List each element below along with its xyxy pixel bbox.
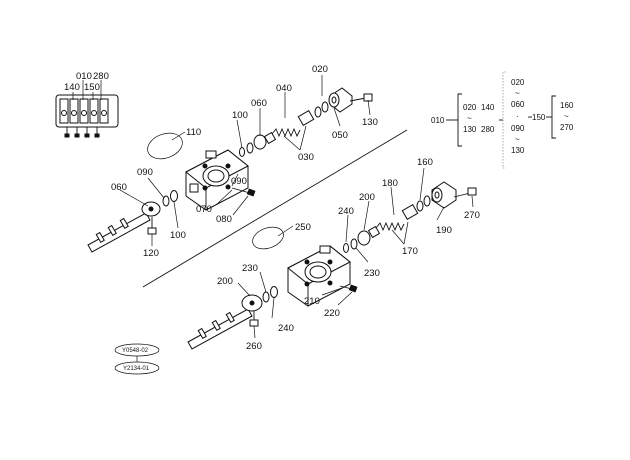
tree-g2-bot: 280	[481, 125, 495, 134]
upper-valve-assembly	[87, 87, 373, 253]
o-ring-250	[252, 226, 284, 250]
callout-070: 070	[196, 204, 212, 215]
callout-230-upper: 230	[364, 268, 380, 279]
upper-spool	[87, 190, 178, 253]
callout-190: 190	[436, 225, 452, 236]
tree-g1-top: 020	[463, 103, 477, 112]
callout-200-upper: 200	[359, 192, 375, 203]
o-ring-110	[147, 132, 183, 160]
washer-100	[239, 147, 245, 157]
tree-g3-tilde2: ~	[515, 135, 520, 144]
model-stamps: Y0548-02 Y2134-01	[114, 343, 160, 375]
tree-g3-d: 130	[511, 146, 525, 155]
callout-210: 210	[304, 296, 320, 307]
leader-lines	[119, 75, 474, 339]
tree-g3-dot: ·	[516, 112, 519, 121]
callout-thumb-280: 280	[93, 71, 109, 82]
callout-160: 160	[417, 157, 433, 168]
callout-170: 170	[402, 246, 418, 257]
stamp-bottom-oval	[114, 361, 160, 375]
tree-root: 010	[431, 116, 445, 125]
callout-030: 030	[298, 152, 314, 163]
callout-100: 100	[232, 110, 248, 121]
upper-valve-body	[185, 149, 249, 211]
cap-050	[328, 87, 353, 113]
section-divider	[142, 129, 408, 288]
lower-spool	[187, 286, 278, 350]
tree-g3-c: 090	[511, 124, 525, 133]
tree-g3-a: 020	[511, 78, 525, 87]
callout-240-lower: 240	[278, 323, 294, 334]
tree-g4-bot: 270	[560, 123, 574, 132]
cap-190	[431, 181, 457, 209]
callout-260: 260	[246, 341, 262, 352]
lower-valve-assembly	[187, 181, 477, 350]
lower-valve-body	[287, 245, 351, 307]
tree-g1-bot: 130	[463, 125, 477, 134]
callout-100-lower: 100	[170, 230, 186, 241]
callout-thumb-010: 010	[76, 71, 92, 82]
callout-180: 180	[382, 178, 398, 189]
callout-240-upper: 240	[338, 206, 354, 217]
stamp-bottom: Y2134-01	[123, 366, 150, 372]
tree-g3-tilde1: ~	[515, 89, 520, 98]
callout-050: 050	[332, 130, 348, 141]
callout-130: 130	[362, 117, 378, 128]
callout-220: 220	[324, 308, 340, 319]
seat-060	[253, 134, 267, 150]
callout-250: 250	[295, 222, 311, 233]
valve-bank-thumbnail	[55, 80, 119, 138]
callout-120: 120	[143, 248, 159, 259]
tree-g2-top: 140	[481, 103, 495, 112]
callout-040: 040	[276, 83, 292, 94]
callout-020: 020	[312, 64, 328, 75]
stamp-top: Y0548-02	[122, 348, 149, 354]
callout-080: 080	[216, 214, 232, 225]
tree-g4-top: 160	[560, 101, 574, 110]
callout-060: 060	[251, 98, 267, 109]
callout-thumb-140: 140	[64, 82, 80, 93]
callout-270: 270	[464, 210, 480, 221]
tree-g1-tilde: ~	[467, 114, 472, 123]
callout-230-lower: 230	[242, 263, 258, 274]
tree-g4-tilde: ~	[564, 112, 569, 121]
spring-040	[271, 127, 301, 138]
assembly-tree: 010 020 ~ 130 140 280 020 ~ 060 · 090 ~ …	[431, 71, 574, 169]
callout-090-lower: 090	[137, 167, 153, 178]
tree-g3-b: 060	[511, 100, 525, 109]
callout-thumb-150: 150	[84, 82, 100, 93]
callout-090-upper: 090	[231, 176, 247, 187]
tree-mid: 150	[532, 113, 546, 122]
callout-200-lower: 200	[217, 276, 233, 287]
callout-060-lower: 060	[111, 182, 127, 193]
callout-110: 110	[186, 127, 201, 138]
